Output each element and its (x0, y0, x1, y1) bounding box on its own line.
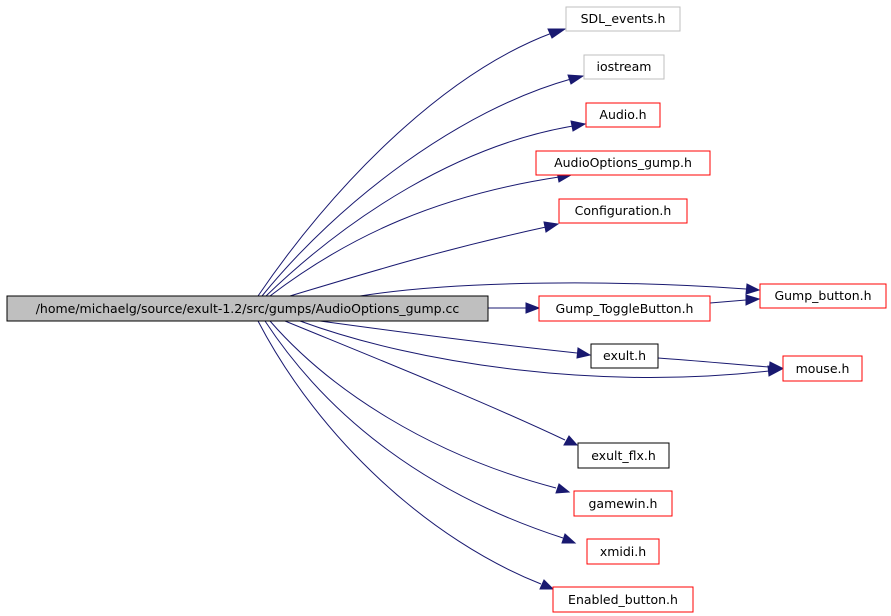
edge-root-to-enabled-button (257, 320, 555, 590)
node-enabled-button[interactable]: Enabled_button.h (552, 586, 694, 613)
node-mouse-label: mouse.h (796, 361, 850, 376)
node-mouse[interactable]: mouse.h (782, 355, 863, 382)
node-root[interactable]: /home/michaelg/source/exult-1.2/src/gump… (6, 295, 489, 322)
graph-edges (257, 28, 784, 590)
edge-root-to-gamewin (269, 320, 571, 494)
graph-nodes: /home/michaelg/source/exult-1.2/src/gump… (6, 6, 887, 613)
node-audio-label: Audio.h (599, 107, 646, 122)
edge-root-to-audiooptions (269, 171, 573, 297)
node-gump-button-label: Gump_button.h (774, 288, 871, 303)
node-gamewin[interactable]: gamewin.h (573, 490, 673, 517)
edge-gump-toggle-to-gump-button (709, 294, 761, 306)
node-sdl-events-label: SDL_events.h (581, 11, 666, 26)
edge-root-to-audio (265, 120, 587, 297)
edge-root-to-gump-toggle (488, 302, 541, 314)
node-configuration[interactable]: Configuration.h (558, 198, 688, 224)
node-xmidi-label: xmidi.h (600, 544, 646, 559)
edge-root-to-configuration (289, 221, 560, 297)
edge-root-to-gump-button (359, 282, 761, 297)
node-gump-button[interactable]: Gump_button.h (759, 283, 887, 309)
edge-root-to-sdl-events (257, 28, 567, 297)
node-sdl-events[interactable]: SDL_events.h (565, 6, 681, 32)
node-gump-toggle[interactable]: Gump_ToggleButton.h (538, 295, 711, 322)
node-xmidi[interactable]: xmidi.h (586, 538, 660, 565)
edge-root-to-xmidi (264, 320, 577, 544)
node-exult-label: exult.h (603, 348, 646, 363)
node-exult[interactable]: exult.h (590, 343, 659, 369)
node-audiooptions-label: AudioOptions_gump.h (554, 155, 692, 170)
node-exult-flx-label: exult_flx.h (591, 448, 656, 463)
edge-root-to-exult-flx (284, 320, 579, 446)
node-gamewin-label: gamewin.h (589, 496, 658, 511)
node-enabled-button-label: Enabled_button.h (568, 592, 678, 607)
node-root-label: /home/michaelg/source/exult-1.2/src/gump… (36, 301, 460, 316)
edge-root-to-exult (319, 320, 592, 359)
node-configuration-label: Configuration.h (575, 203, 672, 218)
node-iostream[interactable]: iostream (583, 54, 665, 80)
edge-exult-to-mouse (657, 357, 784, 373)
node-gump-toggle-label: Gump_ToggleButton.h (556, 301, 694, 316)
edge-root-to-iostream (261, 74, 585, 297)
node-audiooptions[interactable]: AudioOptions_gump.h (535, 150, 711, 176)
node-audio[interactable]: Audio.h (585, 102, 661, 128)
node-exult-flx[interactable]: exult_flx.h (577, 442, 670, 469)
node-iostream-label: iostream (597, 59, 652, 74)
